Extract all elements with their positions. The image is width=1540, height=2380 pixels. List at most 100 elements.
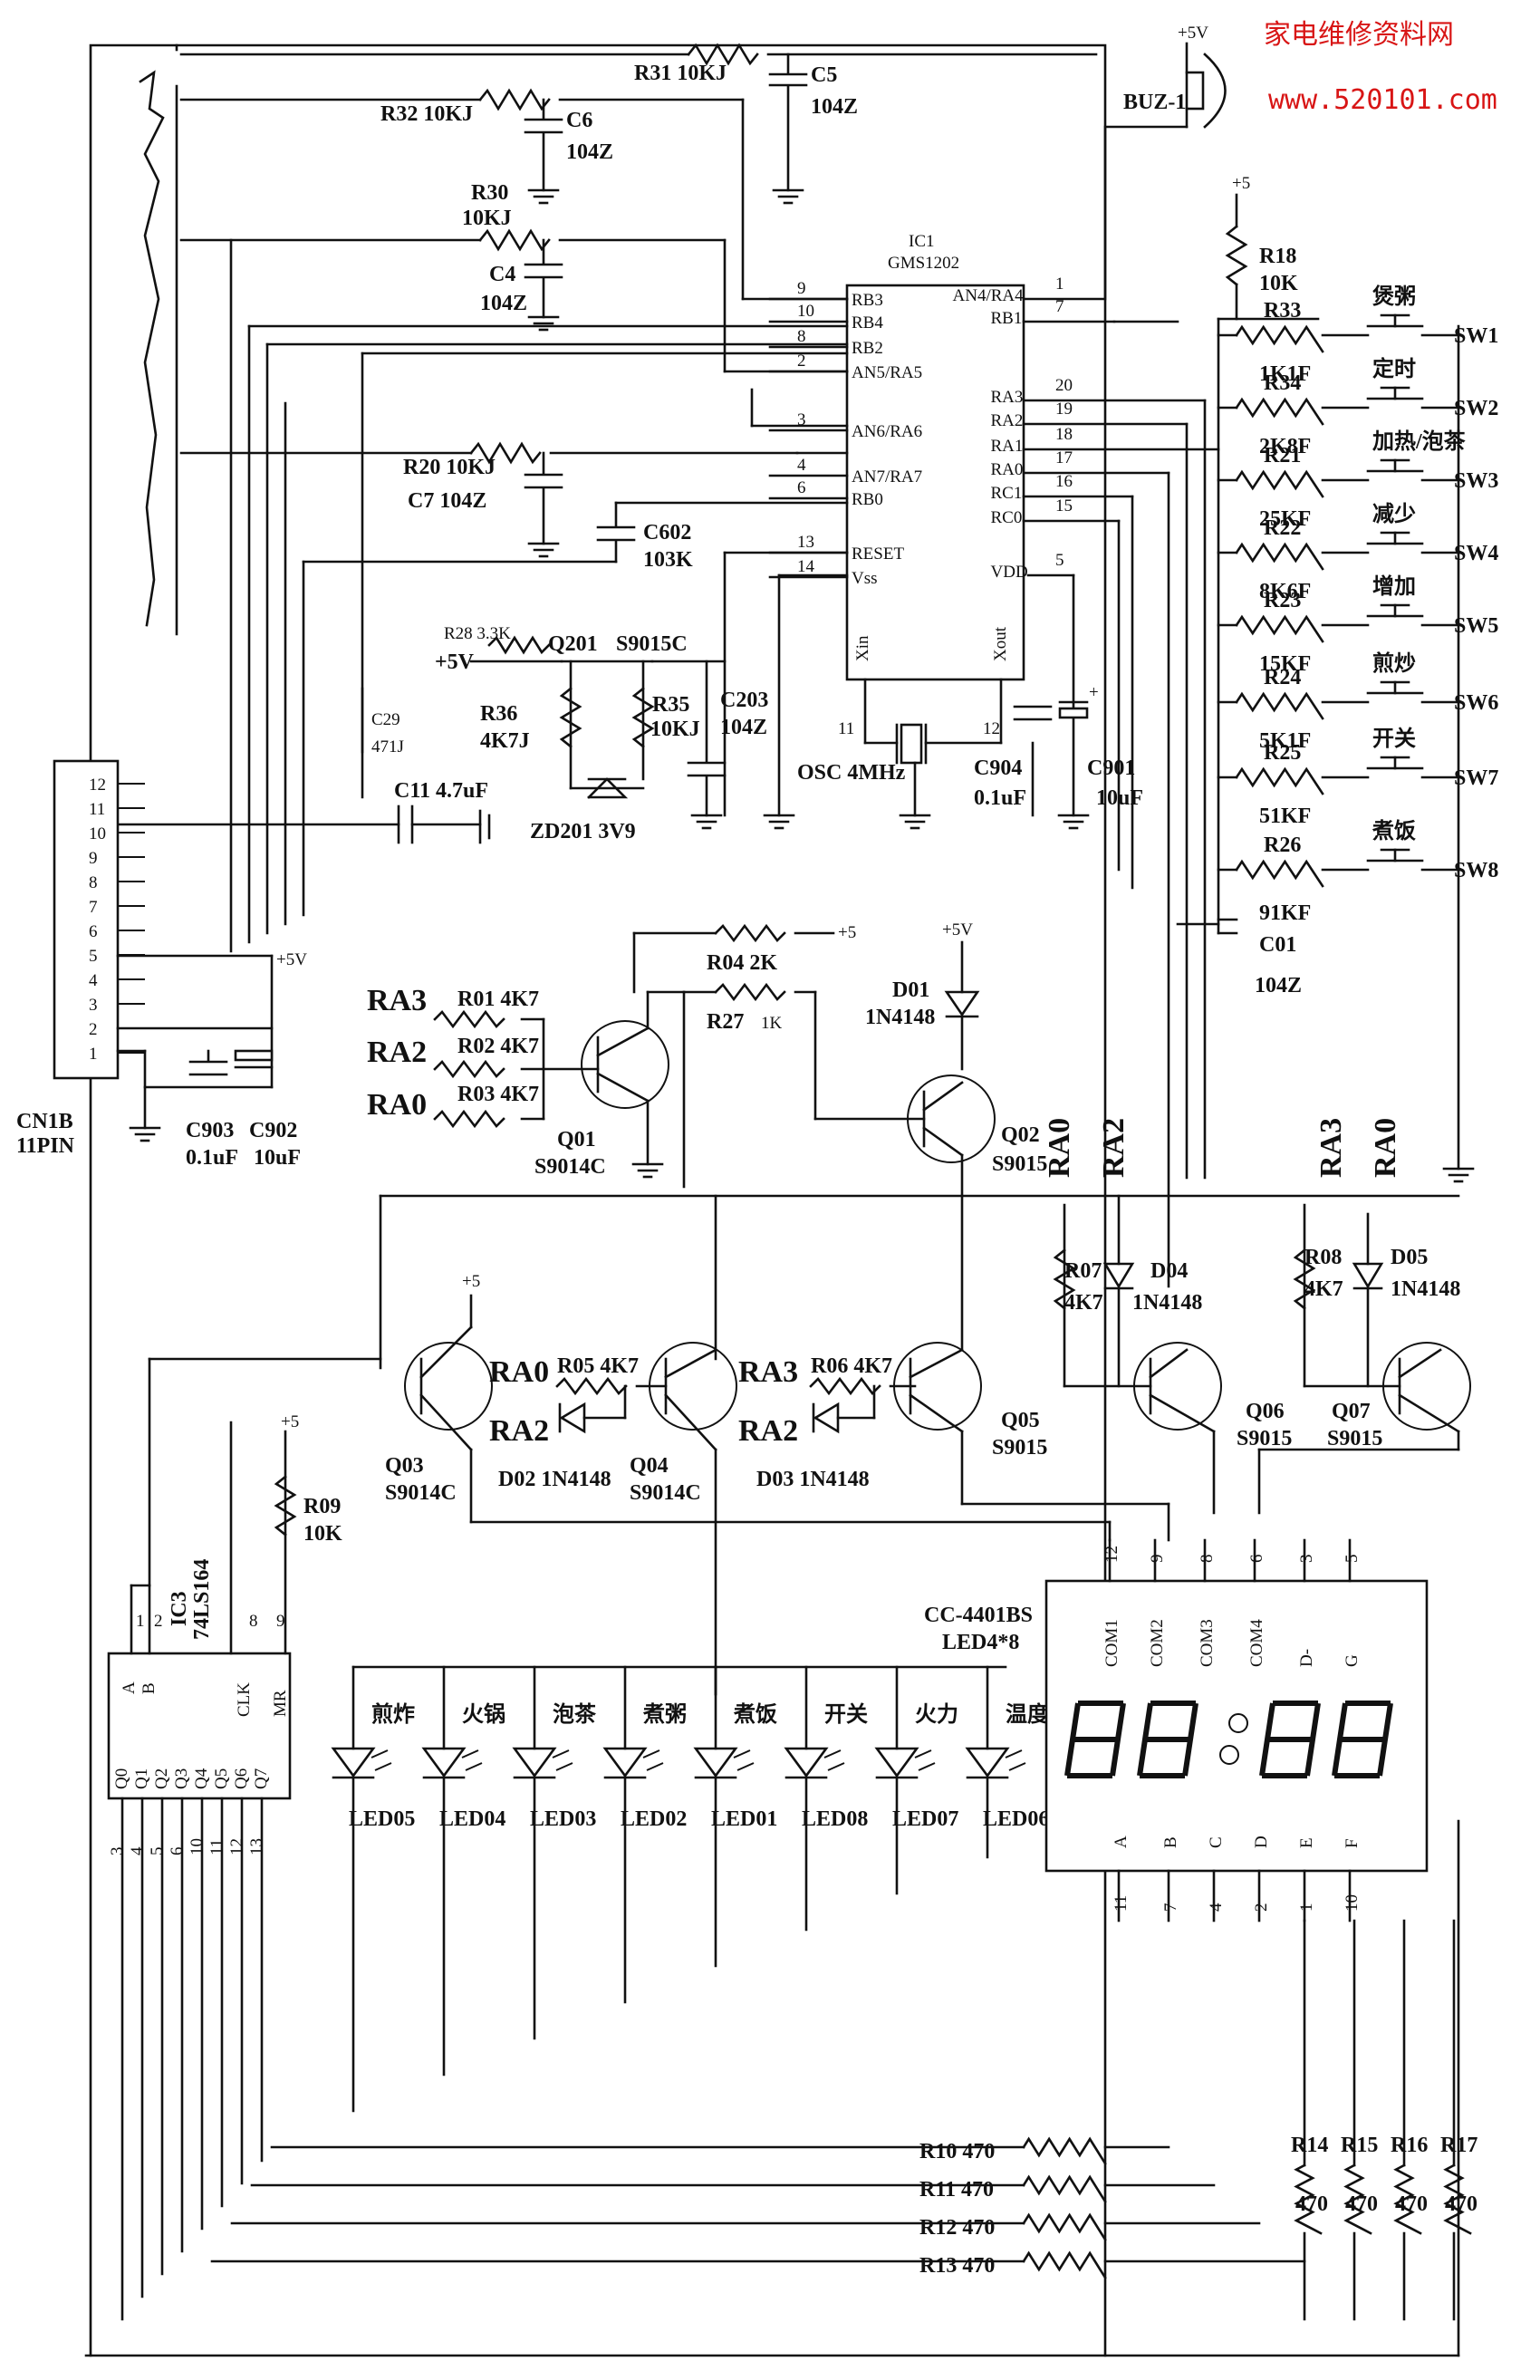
seg-res-r13: R13 470 — [919, 2254, 995, 2278]
reset-supply: +5V — [435, 650, 475, 674]
r30-label: R30 — [471, 181, 508, 205]
ic3-outnum-4: 4 — [128, 1846, 147, 1855]
ic1-pinnum-15: 15 — [1055, 496, 1073, 516]
cn1b-pin-12: 12 — [89, 776, 106, 795]
d01-supply: +5V — [942, 920, 973, 939]
switch-label-sw4: 减少 — [1372, 502, 1416, 526]
ic1-pin-vss: Vss — [852, 569, 878, 588]
c602-value: 103K — [643, 548, 693, 572]
ic3-out-q4: Q4 — [192, 1768, 211, 1789]
ic3-ref: IC3 — [168, 1591, 191, 1626]
r02-label: R02 4K7 — [457, 1035, 539, 1058]
switch-label-sw1: 煲粥 — [1372, 284, 1416, 309]
seg-res-r11: R11 470 — [919, 2178, 994, 2202]
switch-label-sw8: 煮饭 — [1372, 819, 1416, 843]
cn1b-pin-2: 2 — [89, 1020, 98, 1039]
ic1-pin-rb0: RB0 — [852, 490, 883, 509]
led-label-3: 煮粥 — [642, 1702, 687, 1727]
r28-label: R28 3.3K — [444, 624, 511, 643]
led-ref-led07: LED07 — [892, 1807, 958, 1831]
cn1b-pin-3: 3 — [89, 996, 98, 1015]
q201-label: Q201 — [548, 632, 598, 656]
switch-ref-sw4: SW4 — [1454, 542, 1498, 565]
ic3-pin-b: B — [140, 1682, 159, 1694]
c903-value: 0.1uF — [186, 1146, 238, 1170]
ic3-outnum-3: 3 — [108, 1847, 127, 1856]
r31-resistor — [687, 43, 759, 66]
buzzer: +5V BUZ-1 — [1022, 24, 1227, 301]
switch-res-r26: R26 — [1264, 833, 1301, 857]
switch-label-sw7: 开关 — [1372, 727, 1416, 751]
ic3-out-q7: Q7 — [252, 1768, 271, 1789]
cn1b-pin-9: 9 — [89, 849, 98, 868]
ic3-pin-a: A — [120, 1681, 139, 1694]
switch-label-sw5: 增加 — [1372, 573, 1416, 599]
r08-label: R08 — [1304, 1246, 1342, 1269]
ic1-pinnum-6: 6 — [797, 478, 806, 497]
switch-res-val-r33: 1K1F — [1259, 362, 1311, 386]
ic1-pin-vdd: VDD — [991, 563, 1028, 582]
cn1b-ref: CN1B — [16, 1110, 73, 1133]
disp-pinnum-3: 3 — [1297, 1555, 1316, 1564]
ic1-pinnum-1: 1 — [1055, 275, 1064, 294]
ic1-pinnum-16: 16 — [1055, 472, 1073, 491]
q03-q05-row: +5 Q03 S9014C RA0 R05 4K7 RA2 D02 1N4148… — [385, 1194, 1170, 1696]
switch-row-sw8: R26 煮饭 SW8 — [1217, 819, 1498, 888]
c11-label: C11 4.7uF — [394, 779, 488, 803]
disp-pin-b: B — [1161, 1836, 1180, 1848]
cn1b-pin-11: 11 — [89, 800, 105, 819]
r07-value: 4K7 — [1064, 1291, 1103, 1315]
ic1-pinnum-17: 17 — [1055, 448, 1073, 467]
cn1b-pin-5: 5 — [89, 947, 98, 966]
switch-ref-sw8: SW8 — [1454, 859, 1498, 882]
c203-value: 104Z — [720, 716, 767, 739]
ic1-pin-an7-ra7: AN7/RA7 — [852, 467, 922, 487]
d03-label: D03 1N4148 — [756, 1468, 870, 1491]
led-label-0: 煎炸 — [371, 1701, 415, 1727]
led-ref-led05: LED05 — [349, 1807, 415, 1831]
disp-pin-com4: COM4 — [1247, 1619, 1266, 1667]
switch-label-sw6: 煎炒 — [1372, 650, 1416, 676]
q201-value: S9015C — [616, 632, 688, 656]
ic3-out-q2: Q2 — [152, 1768, 171, 1789]
ic3-out-q1: Q1 — [132, 1768, 151, 1789]
seg-res-r17: R17 — [1440, 2134, 1477, 2157]
switch-res-val-r25: 51KF — [1259, 805, 1311, 828]
c902-value: 10uF — [254, 1146, 301, 1170]
switch-res-r34: R34 — [1264, 371, 1301, 395]
ic1-pinnum-2: 2 — [797, 352, 806, 371]
ic1-pin-an5-ra5: AN5/RA5 — [852, 363, 922, 382]
r18-value: 10K — [1259, 272, 1298, 295]
c4-value: 104Z — [480, 292, 527, 315]
switch-res-r25: R25 — [1264, 741, 1301, 765]
disp-pinnum-1: 1 — [1297, 1903, 1316, 1913]
r32-label: R32 10KJ — [380, 102, 473, 126]
led-label-6: 火力 — [915, 1702, 958, 1727]
switch-res-val-r24: 5K1F — [1259, 729, 1311, 753]
seg-res-r14: R14 — [1291, 2134, 1328, 2157]
r09-supply: +5 — [281, 1412, 299, 1431]
c602-label: C602 — [643, 521, 691, 544]
d01-value: 1N4148 — [865, 1006, 935, 1029]
q03-supply: +5 — [462, 1272, 480, 1291]
watermark-title: 家电维修资料网 — [1264, 19, 1454, 51]
switch-ref-sw7: SW7 — [1454, 766, 1498, 790]
osc-crystal — [900, 723, 923, 765]
switch-ref-sw1: SW1 — [1454, 324, 1498, 348]
led-label-1: 火锅 — [462, 1702, 505, 1727]
disp-pinnum-5: 5 — [1343, 1555, 1362, 1564]
ic1-pin-ra2: RA2 — [991, 411, 1024, 430]
seg-res-r10: R10 470 — [919, 2140, 995, 2163]
r36-value: 4K7J — [480, 729, 530, 753]
switch-label-sw2: 定时 — [1372, 356, 1416, 381]
ic1-pin-reset: RESET — [852, 544, 904, 564]
cn1b-body — [53, 759, 120, 1080]
led-ref-led04: LED04 — [439, 1807, 505, 1831]
switch-res-r23: R23 — [1264, 589, 1301, 612]
c6-value: 104Z — [566, 140, 613, 164]
cn1b-pin-8: 8 — [89, 873, 98, 892]
q02-driver: +5V D01 1N4148 Q02 S9015 — [813, 920, 1047, 1198]
